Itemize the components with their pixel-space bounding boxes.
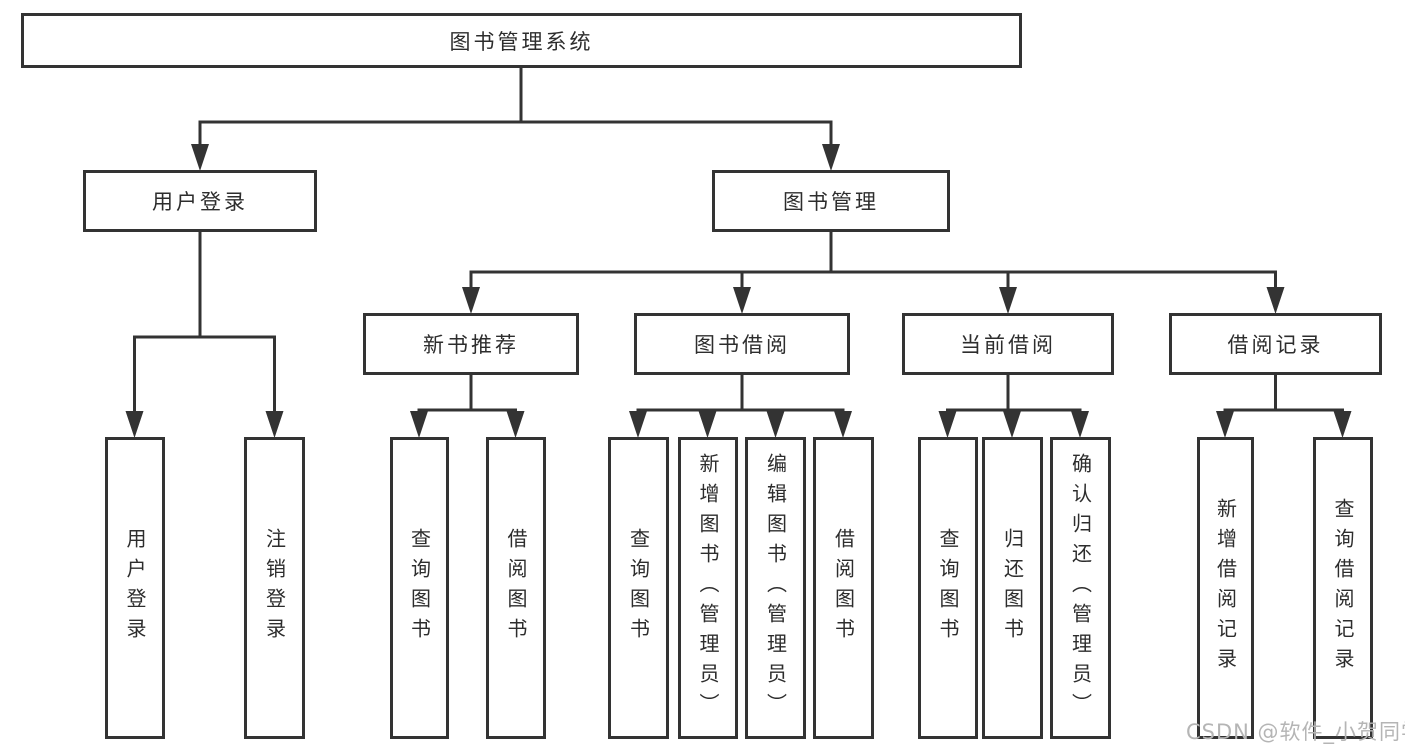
leaf-logout: 注销登录 bbox=[244, 437, 305, 739]
leaf-label: 新增图书（管理员） bbox=[696, 453, 720, 723]
leaf-user-login: 用户登录 bbox=[105, 437, 165, 739]
leaf-label: 编辑图书（管理员） bbox=[763, 453, 788, 723]
node-current-borrowing: 当前借阅 bbox=[902, 313, 1114, 375]
leaf-query-books-3: 查询图书 bbox=[918, 437, 978, 739]
node-library-management-system: 图书管理系统 bbox=[21, 13, 1022, 68]
leaf-label: 确认归还（管理员） bbox=[1068, 453, 1093, 723]
leaf-confirm-return-admin: 确认归还（管理员） bbox=[1050, 437, 1111, 739]
leaf-query-books-1: 查询图书 bbox=[390, 437, 449, 739]
leaf-label: 借阅图书 bbox=[504, 528, 528, 648]
node-book-management: 图书管理 bbox=[712, 170, 950, 232]
leaf-return-books: 归还图书 bbox=[982, 437, 1043, 739]
leaf-label: 注销登录 bbox=[262, 528, 287, 648]
leaf-label: 查询图书 bbox=[936, 528, 960, 648]
leaf-label: 查询图书 bbox=[626, 528, 651, 648]
leaf-borrow-books-2: 借阅图书 bbox=[813, 437, 874, 739]
leaf-label: 查询图书 bbox=[407, 528, 432, 648]
leaf-borrow-books-1: 借阅图书 bbox=[486, 437, 546, 739]
leaf-label: 借阅图书 bbox=[831, 528, 856, 648]
leaf-query-borrow-record: 查询借阅记录 bbox=[1313, 437, 1373, 739]
node-book-borrowing: 图书借阅 bbox=[634, 313, 850, 375]
node-borrowing-records: 借阅记录 bbox=[1169, 313, 1382, 375]
watermark: CSDN @软件_小贺同学 bbox=[1186, 720, 1405, 744]
leaf-label: 新增借阅记录 bbox=[1213, 498, 1238, 678]
leaf-query-books-2: 查询图书 bbox=[608, 437, 669, 739]
leaf-edit-book-admin: 编辑图书（管理员） bbox=[745, 437, 806, 739]
leaf-label: 查询借阅记录 bbox=[1331, 498, 1355, 678]
node-new-book-recommendation: 新书推荐 bbox=[363, 313, 579, 375]
leaf-label: 用户登录 bbox=[123, 528, 147, 648]
leaf-add-book-admin: 新增图书（管理员） bbox=[678, 437, 738, 739]
leaf-label: 归还图书 bbox=[1000, 528, 1025, 648]
node-user-login: 用户登录 bbox=[83, 170, 317, 232]
leaf-add-borrow-record: 新增借阅记录 bbox=[1197, 437, 1254, 739]
